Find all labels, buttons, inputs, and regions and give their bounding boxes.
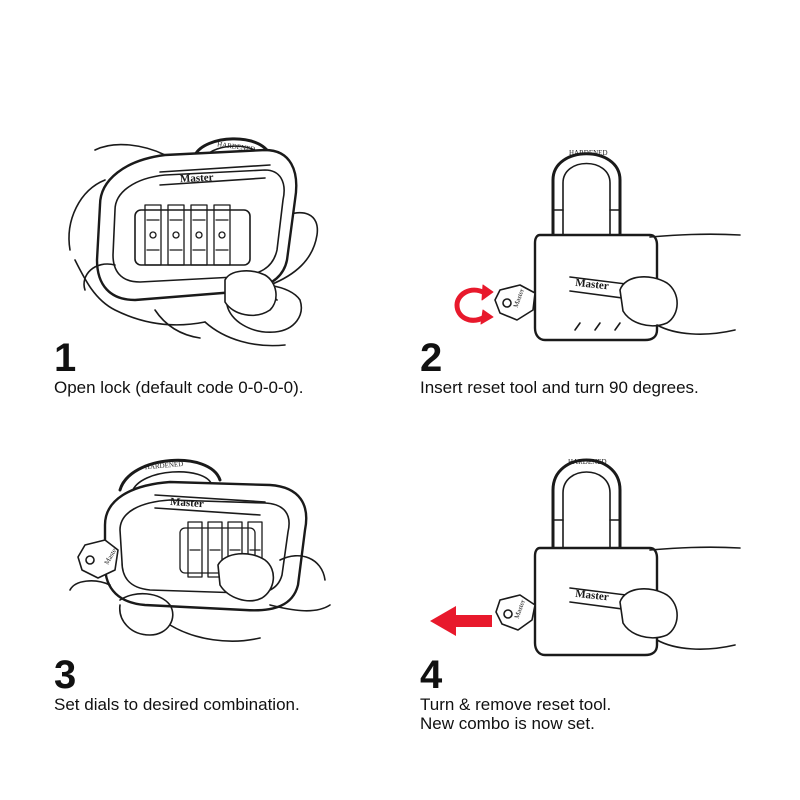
step-1-illustration: HARDENED Master bbox=[68, 137, 319, 347]
step-3-number: 3 bbox=[54, 653, 77, 697]
combination-dials bbox=[144, 204, 231, 266]
step-3-text: Set dials to desired combination. bbox=[54, 695, 300, 714]
left-arrow-icon bbox=[430, 606, 492, 636]
lock-brand-text: Master bbox=[180, 172, 214, 186]
step-4-text-line-1: Turn & remove reset tool. bbox=[420, 695, 612, 714]
step-1-text: Open lock (default code 0-0-0-0). bbox=[54, 378, 303, 397]
step-4-text: Turn & remove reset tool. New combo is n… bbox=[420, 695, 611, 733]
reset-tool-icon: Master bbox=[77, 539, 120, 579]
shackle-text: HARDENED bbox=[568, 458, 607, 466]
step-3-illustration: HARDENED Master Master bbox=[69, 458, 331, 642]
lock-brand-text: Master bbox=[170, 496, 204, 510]
step-4-number: 4 bbox=[420, 653, 443, 697]
step-2-number: 2 bbox=[420, 336, 443, 380]
step-4-text-line-2: New combo is now set. bbox=[420, 714, 595, 733]
step-3-text-line-1: Set dials to desired combination. bbox=[54, 695, 300, 714]
step-2-illustration: HARDENED Master Master bbox=[454, 149, 741, 342]
lock-brand-text: Master bbox=[575, 277, 610, 292]
shackle-text: HARDENED bbox=[145, 460, 184, 471]
step-2-text: Insert reset tool and turn 90 degrees. bbox=[420, 378, 699, 397]
step-2-text-line-1: Insert reset tool and turn 90 degrees. bbox=[420, 378, 699, 397]
step-1-number: 1 bbox=[54, 336, 77, 380]
lock-brand-text: Master bbox=[575, 588, 610, 603]
step-1-text-line-1: Open lock (default code 0-0-0-0). bbox=[54, 378, 304, 397]
reset-tool-icon: Master bbox=[494, 284, 536, 321]
step-4-illustration: HARDENED Master Master bbox=[430, 458, 741, 657]
reset-tool-icon: Master bbox=[495, 594, 536, 631]
shackle-text: HARDENED bbox=[569, 149, 608, 157]
circular-arrow-icon bbox=[454, 284, 494, 325]
